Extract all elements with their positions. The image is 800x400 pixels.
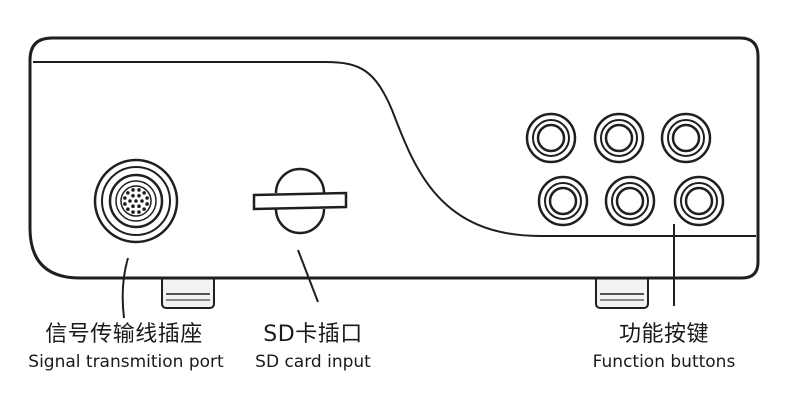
function-button[interactable] <box>593 112 645 164</box>
leader-sd-card <box>297 249 319 303</box>
function-button[interactable] <box>525 112 577 164</box>
port-pin <box>123 196 127 200</box>
port-pin <box>126 207 130 211</box>
port-pin <box>145 202 149 206</box>
port-pin <box>128 199 132 203</box>
function-buttons-label-en: Function buttons <box>592 352 736 372</box>
leader-signal-port <box>121 257 129 319</box>
signal-port-label-zh: 信号传输线插座 <box>45 322 203 347</box>
function-buttons <box>525 112 725 227</box>
port-pin <box>142 207 146 211</box>
function-button[interactable] <box>537 175 589 227</box>
port-pin <box>131 188 135 192</box>
port-pin <box>142 191 146 195</box>
sd-card-slot <box>252 167 348 235</box>
function-button[interactable] <box>604 175 656 227</box>
panel-line <box>33 61 756 237</box>
port-pin <box>134 199 138 203</box>
port-pin <box>131 194 135 198</box>
port-pin <box>131 204 135 208</box>
port-pin <box>137 194 141 198</box>
signal-port-label-en: Signal transmition port <box>28 352 224 372</box>
function-buttons-label-zh: 功能按键 <box>618 322 709 347</box>
sd-card-label-en: SD card input <box>255 352 371 372</box>
port-pin <box>137 210 141 214</box>
sd-card-label-zh: SD卡插口 <box>263 322 363 347</box>
port-pin <box>126 191 130 195</box>
function-button[interactable] <box>660 112 712 164</box>
port-pin <box>137 204 141 208</box>
port-pin <box>137 188 141 192</box>
right-foot <box>595 271 649 309</box>
port-pin <box>140 199 144 203</box>
port-pin <box>123 202 127 206</box>
port-pin <box>145 196 149 200</box>
function-button[interactable] <box>673 175 725 227</box>
port-pin <box>131 210 135 214</box>
port-pins <box>123 188 149 214</box>
signal-port <box>93 158 179 244</box>
